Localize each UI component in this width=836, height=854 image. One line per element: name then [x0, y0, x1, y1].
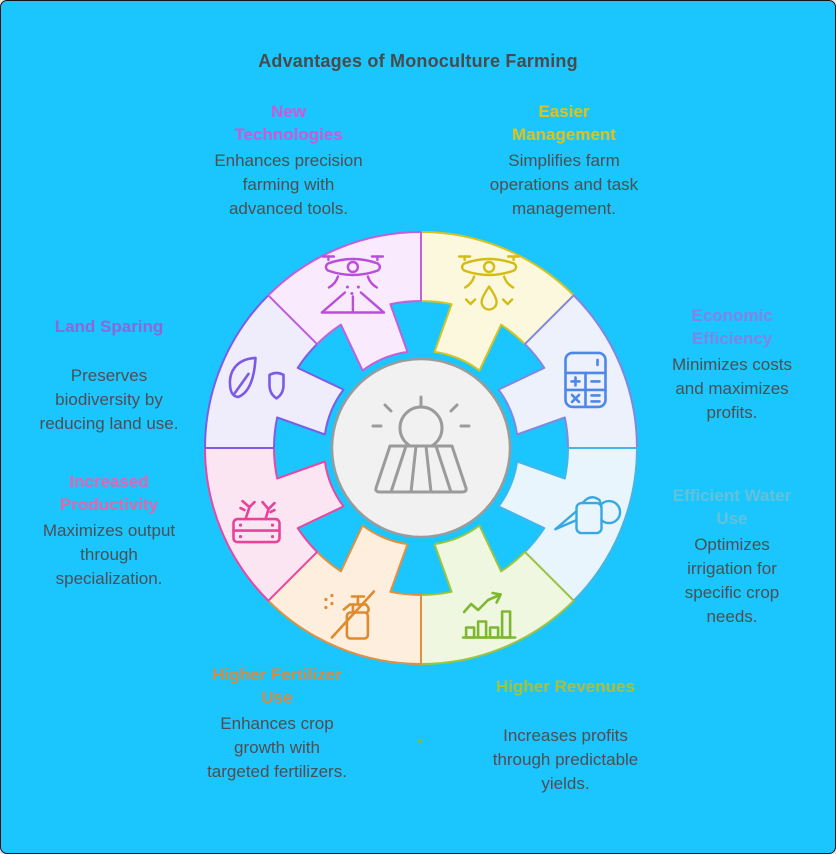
segment-text-economic-efficiency: Economic Efficiency Minimizes costs and … — [643, 304, 821, 425]
segment-label: New Technologies — [234, 102, 343, 144]
segment-text-new-technologies: New Technologies Enhances precision farm… — [191, 100, 386, 221]
segment-text-land-sparing: Land Sparing Preserves biodiversity by r… — [14, 315, 204, 436]
segment-text-easier-management: Easier Management Simplifies farm operat… — [469, 100, 659, 221]
segment-text-higher-fertilizer-use: Higher Fertilizer Use Enhances crop grow… — [179, 663, 375, 784]
segment-label: Increased Productivity — [59, 472, 159, 514]
segment-label: Economic Efficiency — [691, 306, 773, 348]
segment-text-higher-revenues: Higher Revenues Increases profits throug… — [453, 675, 678, 796]
segment-description: Preserves biodiversity by reducing land … — [39, 366, 179, 433]
segment-description: Optimizes irrigation for specific crop n… — [684, 535, 780, 626]
wheel-segment-higher-fertilizer-use — [267, 524, 422, 665]
segment-description: Enhances crop growth with targeted ferti… — [207, 714, 347, 781]
segment-description: Increases profits through predictable yi… — [492, 726, 639, 793]
segment-label: Easier Management — [512, 102, 616, 144]
segment-description: Minimizes costs and maximizes profits. — [672, 355, 792, 422]
segment-label: Efficient Water Use — [672, 486, 792, 528]
segment-description: Simplifies farm operations and task mana… — [489, 151, 639, 218]
wheel-segment-new-technologies — [267, 231, 422, 372]
segment-label: Higher Revenues — [496, 677, 635, 696]
segment-label: Land Sparing — [54, 317, 164, 336]
stray-dot — [418, 739, 422, 743]
wheel-segment-increased-productivity — [204, 447, 345, 602]
segment-label: Higher Fertilizer Use — [212, 665, 342, 707]
segment-description: Enhances precision farming with advanced… — [214, 151, 363, 218]
segment-text-increased-productivity: Increased Productivity Maximizes output … — [14, 470, 204, 591]
page-title: Advantages of Monoculture Farming — [258, 51, 578, 71]
segment-description: Maximizes output through specialization. — [42, 521, 176, 588]
wheel-segment-land-sparing — [204, 294, 345, 449]
segment-text-efficient-water-use: Efficient Water Use Optimizes irrigation… — [643, 484, 821, 629]
